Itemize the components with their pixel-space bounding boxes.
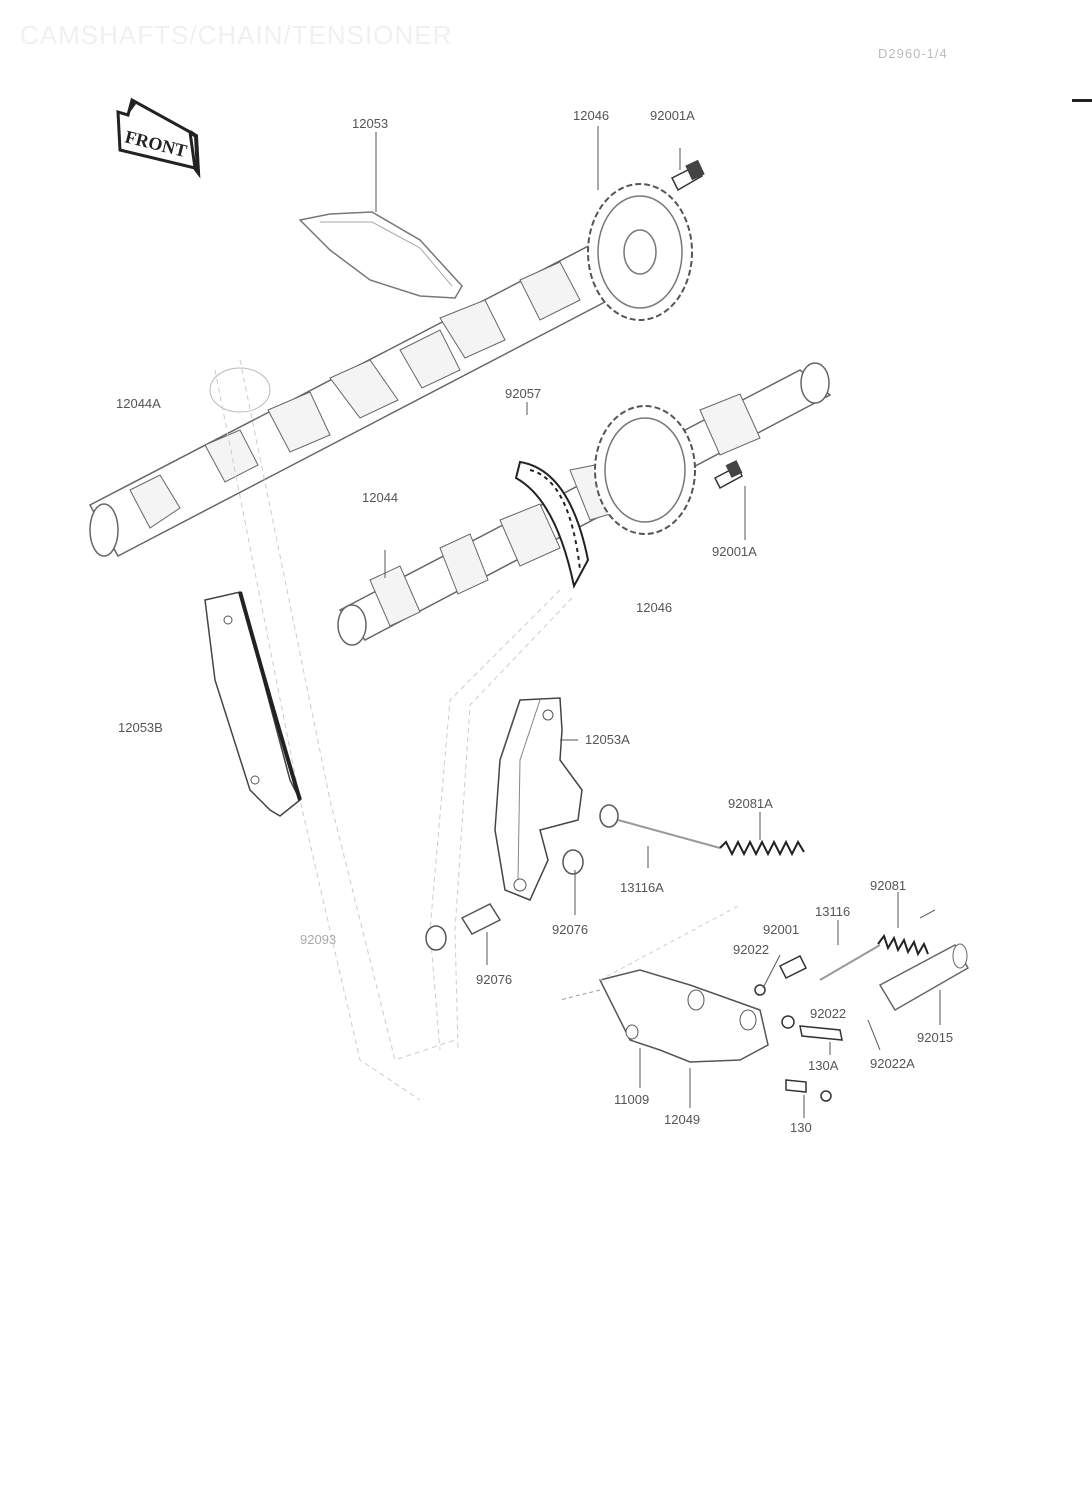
- label-92081: 92081: [870, 878, 906, 893]
- label-92022-upper: 92022: [733, 942, 769, 957]
- cam-chain: [514, 460, 590, 589]
- label-92001A-lower: 92001A: [712, 544, 757, 559]
- rear-chain-guide: [204, 591, 302, 817]
- washer-92076-a: [599, 804, 619, 828]
- label-130: 130: [790, 1120, 812, 1135]
- label-13116: 13116: [815, 904, 850, 919]
- diagram-reference: D2960-1/4: [878, 46, 948, 61]
- tensioner-body: [559, 904, 769, 1063]
- washer-92076-b: [562, 849, 584, 875]
- label-92015: 92015: [917, 1030, 953, 1045]
- spring-upper: [719, 839, 805, 857]
- bolt-upper: [670, 159, 705, 192]
- label-92081A: 92081A: [728, 796, 773, 811]
- label-12053B: 12053B: [118, 720, 163, 735]
- part-labels: 12053 12046 92001A 12044A 92057 12044 92…: [116, 108, 953, 1135]
- label-92001: 92001: [763, 922, 799, 937]
- edge-mark: [1072, 99, 1092, 102]
- label-92076-lower: 92076: [476, 972, 512, 987]
- leader-lines: [375, 126, 941, 1118]
- page-title: CAMSHAFTS/CHAIN/TENSIONER: [20, 20, 453, 50]
- label-92022A: 92022A: [870, 1056, 915, 1071]
- push-rod-upper: [617, 819, 721, 849]
- label-12044A: 12044A: [116, 396, 161, 411]
- gasket-92022b: [781, 1015, 795, 1029]
- label-12053A: 12053A: [585, 732, 630, 747]
- label-12046-upper: 12046: [573, 108, 609, 123]
- label-12049: 12049: [664, 1112, 700, 1127]
- push-rod-lower: [819, 944, 881, 981]
- label-92001A-upper: 92001A: [650, 108, 695, 123]
- label-12046-lower: 12046: [636, 600, 672, 615]
- gasket-92022: [754, 984, 766, 996]
- label-92022-lower: 92022: [810, 1006, 846, 1021]
- bolt-lower: [713, 460, 743, 490]
- front-arrow-icon: FRONT: [116, 97, 201, 179]
- upper-chain-guide: [298, 211, 463, 299]
- label-12044: 12044: [362, 490, 398, 505]
- label-13116A: 13116A: [620, 880, 664, 895]
- label-11009: 11009: [614, 1092, 649, 1107]
- washer-92076-c: [425, 925, 447, 951]
- label-12053: 12053: [352, 116, 388, 131]
- chain-loop-outline: [214, 359, 573, 1101]
- label-92057: 92057: [505, 386, 541, 401]
- label-92076-upper: 92076: [552, 922, 588, 937]
- cam-sprocket-upper: [587, 183, 693, 321]
- pin-92093: [460, 903, 502, 935]
- cam-sprocket-lower: [594, 405, 696, 535]
- label-92093: 92093: [300, 932, 336, 947]
- spring-lower: [877, 909, 936, 957]
- tensioner-guide: [494, 697, 583, 901]
- cap-92015: [878, 943, 970, 1012]
- bolt-130: [785, 1079, 832, 1102]
- bolt-92001: [778, 954, 808, 980]
- bolt-130A: [799, 1025, 843, 1041]
- camshaft-rear: [88, 238, 630, 558]
- camshaft-front: [337, 362, 832, 646]
- label-130A: 130A: [808, 1058, 839, 1073]
